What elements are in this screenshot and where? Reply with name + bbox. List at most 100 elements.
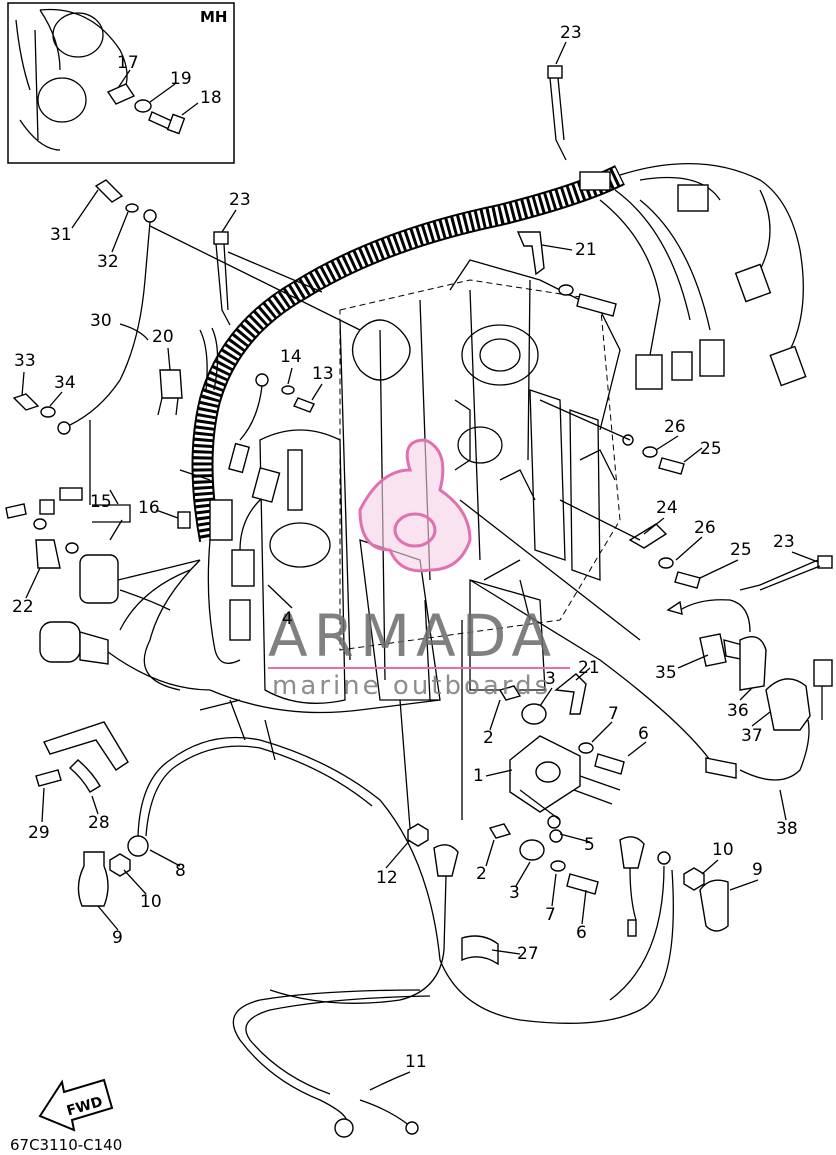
washer-32-icon — [125, 203, 139, 213]
callout-16: 16 — [138, 498, 160, 518]
connector-icon — [734, 263, 772, 303]
clamp-21-icon — [516, 231, 545, 276]
watermark-subtitle: marine outboards — [272, 671, 551, 701]
clamp-21-icon — [554, 673, 587, 715]
fwd-arrow-icon — [38, 1078, 114, 1132]
connector-icon — [671, 351, 693, 381]
callout-25: 25 — [730, 540, 752, 560]
callout-14: 14 — [280, 347, 302, 367]
callout-27: 27 — [517, 944, 539, 964]
callout-15: 15 — [90, 492, 112, 512]
boot-36-icon — [739, 636, 767, 691]
callout-9: 9 — [112, 928, 123, 948]
diagram-code: 67C3110-C140 — [10, 1136, 122, 1154]
callout-3: 3 — [545, 669, 556, 689]
bolt-6-icon — [594, 753, 625, 775]
connector-icon — [677, 184, 709, 212]
fwd-arrow: FWD — [38, 1078, 114, 1132]
sensor-35-icon — [699, 633, 727, 667]
callout-22: 22 — [12, 597, 34, 617]
relay-icon — [79, 554, 119, 604]
washer-7-icon — [550, 860, 566, 872]
callout-10: 10 — [140, 892, 162, 912]
callout-23: 23 — [773, 532, 795, 552]
callout-21: 21 — [575, 240, 597, 260]
bolt-icon — [576, 293, 617, 317]
engine-block — [199, 259, 621, 761]
connector-icon — [635, 354, 663, 390]
callout-13: 13 — [312, 364, 334, 384]
callout-37: 37 — [741, 726, 763, 746]
cap-9-icon — [699, 879, 729, 932]
bolt-25-icon — [658, 457, 685, 475]
callout-38: 38 — [776, 819, 798, 839]
washer-19-icon — [134, 99, 152, 113]
armada-logo-icon — [358, 438, 472, 573]
callout-34: 34 — [54, 373, 76, 393]
callout-5: 5 — [584, 835, 595, 855]
bolt-31-icon — [94, 179, 124, 203]
callout-9: 9 — [752, 860, 763, 880]
ring-terminal-11-icon — [334, 1118, 354, 1138]
connector-icon — [229, 599, 251, 641]
callout-20: 20 — [152, 327, 174, 347]
callout-10: 10 — [712, 840, 734, 860]
grommet-3-icon — [519, 839, 545, 861]
callout-36: 36 — [727, 701, 749, 721]
callout-23: 23 — [560, 23, 582, 43]
callout-25: 25 — [700, 439, 722, 459]
clip-22-icon — [35, 539, 61, 569]
callout-19: 19 — [170, 69, 192, 89]
clamp-27-icon — [461, 935, 499, 966]
callout-1: 1 — [473, 766, 484, 786]
callout-30: 30 — [90, 311, 112, 331]
sensor-icon — [39, 621, 81, 663]
callout-4: 4 — [282, 609, 293, 629]
washer-26-icon — [642, 446, 658, 458]
clamp-17-icon — [106, 83, 136, 105]
callout-28: 28 — [88, 813, 110, 833]
callout-17: 17 — [117, 53, 139, 73]
clamp-24-icon — [628, 523, 668, 549]
watermark-title: ARMADA — [268, 602, 557, 670]
cap-37-icon — [765, 678, 811, 731]
nut-5-icon — [547, 815, 561, 829]
inset-label: MH — [200, 8, 227, 26]
grommet-16-icon — [177, 511, 191, 529]
callout-33: 33 — [14, 351, 36, 371]
bolt-2-icon — [488, 823, 512, 839]
grommet-3-icon — [521, 703, 547, 725]
nut-5-icon — [549, 829, 563, 843]
callout-11: 11 — [405, 1052, 427, 1072]
watermark: ARMADA marine outboards — [268, 438, 570, 701]
bolt-29-icon — [35, 769, 62, 787]
cable-tie-23-icon — [213, 231, 229, 245]
callout-leaders — [21, 41, 819, 1091]
ring-terminal-8-icon — [127, 835, 149, 857]
connector-4-icon — [231, 549, 255, 587]
callout-7: 7 — [608, 704, 619, 724]
nut-12-icon — [407, 823, 429, 847]
callout-24: 24 — [656, 498, 678, 518]
callout-35: 35 — [655, 663, 677, 683]
washer-34-icon — [40, 406, 56, 418]
bracket-28-icon — [43, 721, 129, 771]
washer-14-icon — [281, 385, 295, 395]
callout-26: 26 — [664, 417, 686, 437]
connector-icon — [769, 345, 807, 387]
callout-6: 6 — [638, 724, 649, 744]
callout-6: 6 — [576, 923, 587, 943]
callout-31: 31 — [50, 225, 72, 245]
bolt-2-icon — [498, 685, 522, 701]
cable-tie-23-icon — [547, 65, 563, 79]
washer-7-icon — [578, 742, 594, 754]
parts — [5, 65, 833, 1138]
cable-tie-23-icon — [817, 555, 833, 569]
sensor-38-icon — [705, 757, 737, 779]
fuse-holder-20-icon — [159, 369, 183, 399]
bolt-13-icon — [293, 397, 315, 413]
callout-3: 3 — [509, 883, 520, 903]
callout-12: 12 — [376, 868, 398, 888]
callout-23: 23 — [229, 190, 251, 210]
ring-terminal-30-icon — [57, 421, 71, 435]
